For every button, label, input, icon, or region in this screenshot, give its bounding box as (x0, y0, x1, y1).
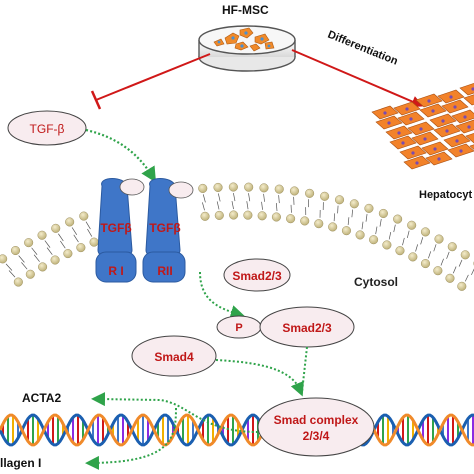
hepatocyte-label: Hepatocyt (419, 189, 473, 201)
complex-to-collagen-arrow (85, 407, 177, 470)
smad23-phospho-label: Smad2/3 (282, 321, 332, 335)
smad-complex-label-1: Smad complex (274, 413, 359, 427)
cytosol-label: Cytosol (354, 275, 398, 289)
smad-complex-label-2: 2/3/4 (303, 429, 330, 443)
smad-complex-ellipse (257, 397, 375, 457)
tgf-beta-ellipse (7, 110, 87, 146)
petri-dish-icon (198, 25, 296, 72)
receptor-2-ligand-label: TGFβ (149, 221, 180, 235)
differentiation-arrow (291, 49, 424, 108)
inhibition-line (90, 53, 211, 110)
smad4-label: Smad4 (154, 350, 194, 364)
smad4-to-complex-arrow (215, 359, 304, 397)
smad4-ellipse (131, 335, 217, 377)
tgf-beta-label: TGF-β (30, 122, 65, 136)
smad23-ellipse (223, 258, 291, 292)
cell-membrane-icon (0, 182, 474, 291)
phospho-label: P (235, 322, 242, 334)
receptor-type-2 (142, 178, 194, 283)
acta2-label: ACTA2 (22, 391, 61, 405)
receptor-type-1 (95, 178, 145, 283)
smad23-label: Smad2/3 (232, 269, 282, 283)
receptor-2-label: RΙΙ (157, 264, 172, 278)
hepatocyte-sheet-icon (371, 83, 474, 170)
ligand-to-receptor-arrow (85, 128, 157, 183)
hf-msc-label: HF-MSC (222, 3, 269, 17)
differentiation-label: Differentiation (326, 29, 400, 68)
receptor-to-smad-arrow (199, 271, 245, 319)
receptor-1-ligand-label: TGFβ (100, 221, 131, 235)
collagen-label: llagen Ι (0, 456, 41, 470)
complex-to-acta2-arrow (91, 392, 259, 433)
receptor-1-label: R Ι (108, 264, 123, 278)
smad23-to-complex-arrow (301, 346, 308, 393)
